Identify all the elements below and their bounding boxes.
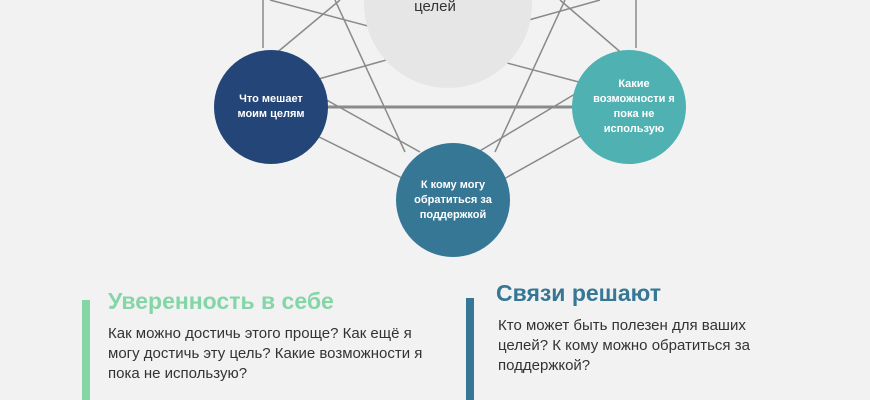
connections-accent-bar — [466, 298, 474, 400]
connector-line-4 — [267, 0, 341, 61]
connections-text: Кто может быть полезен для ваших целей? … — [498, 317, 750, 374]
bottom-node-label: К кому могу обратиться за поддержкой — [414, 178, 492, 221]
connector-line-12 — [334, 0, 406, 153]
connector-line-9 — [501, 131, 589, 181]
network-diagram — [214, 0, 686, 257]
left-node-circle — [214, 50, 328, 164]
top-node-label: целей — [414, 0, 456, 15]
confidence-accent-bar — [82, 300, 90, 400]
confidence-text: Как можно достичь этого проще? Как ещё я… — [108, 325, 423, 382]
top-node-circle — [364, 0, 532, 88]
connector-line-11 — [477, 87, 586, 153]
connections-section: Связи решают Кто может быть полезен для … — [466, 280, 826, 400]
confidence-section: Уверенность в себе Как можно достичь это… — [82, 286, 442, 400]
right-node-circle — [572, 50, 686, 164]
right-node-label: Какие возможности я пока не использую — [593, 78, 675, 135]
connector-line-13 — [494, 0, 566, 153]
diagram-nodes — [214, 0, 686, 257]
connections-title: Связи решают — [496, 280, 661, 306]
bottom-node-circle — [396, 143, 510, 257]
confidence-title: Уверенность в себе — [108, 288, 334, 314]
left-node-label: Что мешает моим целям — [237, 93, 305, 120]
connector-line-8 — [304, 129, 403, 179]
